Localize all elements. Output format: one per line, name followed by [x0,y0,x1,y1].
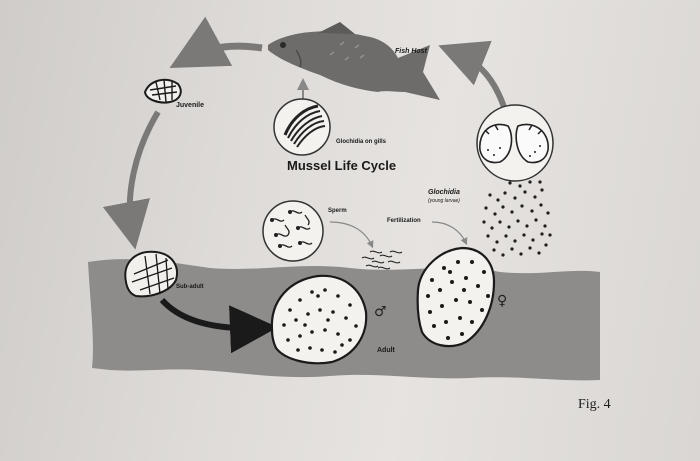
gills-circle [273,98,331,156]
glochidia-circle [476,104,554,182]
arrow-sub-adult-to-adult [159,297,278,354]
glochidia-on-gills-label: Glochidia on gills [336,139,387,145]
arrow-sperm-to-fertilization [329,221,374,249]
male-symbol: ♂ [374,304,387,320]
juvenile-mussel-icon [143,78,182,104]
adult-male-mussel-icon [270,274,368,365]
juvenile-label: Juvenile [176,102,204,109]
arrow-glochidia-to-fish [438,40,508,111]
adult-label: Adult [377,347,396,354]
female-symbol: ♀ [497,293,507,309]
sub-adult-label: Sub-adult [176,284,204,290]
arrow-juvenile-to-sub-adult [102,110,161,250]
arrow-fish-to-juvenile [169,16,263,69]
sperm-icon [262,200,324,262]
arrow-fertilization-to-female [431,221,468,246]
adult-female-mussel-icon [416,246,496,348]
fertilization-cluster [361,250,403,270]
young-larvae-label: (young larvae) [428,198,460,204]
fish-icon [268,22,440,100]
sub-adult-mussel-icon [124,250,178,298]
glochidia-label: Glochidia [428,189,460,196]
glochidia-icon [482,180,552,257]
sperm-label: Sperm [328,208,347,214]
fertilization-label: Fertilization [387,218,421,224]
figure-label: Fig. 4 [578,397,611,412]
diagram-title: Mussel Life Cycle [287,158,396,173]
fish-host-label: Fish Host [395,48,428,55]
